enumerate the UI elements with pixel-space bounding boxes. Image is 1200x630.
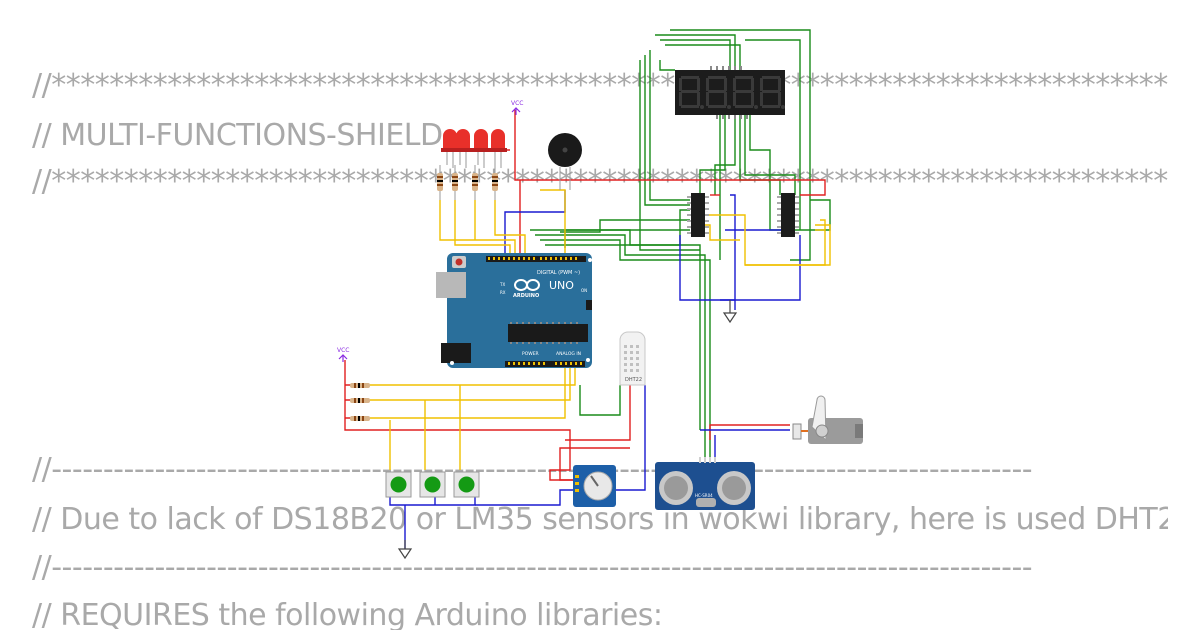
- comment-line-dht-note: // Due to lack of DS18B20 or LM35 sensor…: [32, 502, 1168, 537]
- servo-motor[interactable]: [792, 395, 863, 444]
- resistor-button-1[interactable]: [350, 383, 370, 388]
- code-background: //**************************************…: [32, 68, 1168, 630]
- led-2[interactable]: [454, 129, 472, 168]
- seven-segment-display[interactable]: [675, 66, 785, 119]
- reset-button[interactable]: [455, 258, 463, 266]
- comment-line-stars-top: //**************************************…: [32, 68, 1168, 103]
- resistor-led-1[interactable]: [437, 165, 443, 200]
- vcc-symbol-left: VCC: [337, 347, 349, 362]
- led-1[interactable]: [441, 129, 459, 168]
- ground-symbol-left: [397, 540, 413, 560]
- vcc-top-label: VCC: [511, 100, 523, 107]
- arduino-infinity-logo: [514, 279, 540, 291]
- resistor-led-2[interactable]: [452, 165, 458, 200]
- comment-line-requires: // REQUIRES the following Arduino librar…: [32, 598, 663, 630]
- arduino-digital-label: DIGITAL (PWM ~): [537, 270, 580, 276]
- arduino-on-label: ON: [581, 288, 587, 293]
- resistor-button-2[interactable]: [350, 398, 370, 403]
- arduino-analog-label: ANALOG IN: [556, 351, 581, 357]
- comment-line-stars-bottom: //**************************************…: [32, 164, 1168, 199]
- push-button-2[interactable]: [419, 471, 446, 498]
- arduino-brand-label: ARDUINO: [513, 293, 539, 299]
- arduino-tx-label: TX: [499, 282, 505, 287]
- ground-symbol-right: [722, 300, 738, 324]
- shift-register-1[interactable]: [687, 193, 709, 237]
- led-4[interactable]: [489, 129, 507, 168]
- potentiometer[interactable]: [573, 465, 616, 507]
- resistor-led-4[interactable]: [492, 165, 498, 200]
- arduino-uno-board[interactable]: DIGITAL (PWM ~) UNO ARDUINO TX RX ON POW…: [436, 253, 592, 368]
- shift-register-2[interactable]: [777, 193, 799, 237]
- dht22-label: DHT22: [625, 377, 642, 383]
- arduino-power-label: POWER: [522, 351, 539, 357]
- arduino-rx-label: RX: [500, 290, 506, 295]
- resistor-button-3[interactable]: [350, 416, 370, 421]
- atmega-chip: [508, 324, 588, 342]
- ultrasonic-sensor[interactable]: HC-SR04: [655, 457, 755, 510]
- led-3[interactable]: [472, 129, 490, 168]
- vcc-left-label: VCC: [337, 347, 349, 354]
- comment-line-dashes-1: //--------------------------------------…: [32, 452, 1033, 487]
- comment-line-dashes-2: //--------------------------------------…: [32, 550, 1033, 585]
- hcsr04-label: HC-SR04: [695, 493, 713, 498]
- dht22-sensor[interactable]: DHT22: [619, 331, 646, 386]
- push-button-3[interactable]: [453, 471, 480, 498]
- resistor-led-3[interactable]: [472, 165, 478, 200]
- push-button-1[interactable]: [385, 471, 412, 498]
- comment-line-title: // MULTI-FUNCTIONS-SHIELD: [32, 118, 443, 153]
- wires: [344, 29, 831, 550]
- arduino-model-label: UNO: [549, 279, 574, 292]
- buzzer[interactable]: [548, 133, 582, 190]
- vcc-symbol-top: VCC: [511, 100, 523, 115]
